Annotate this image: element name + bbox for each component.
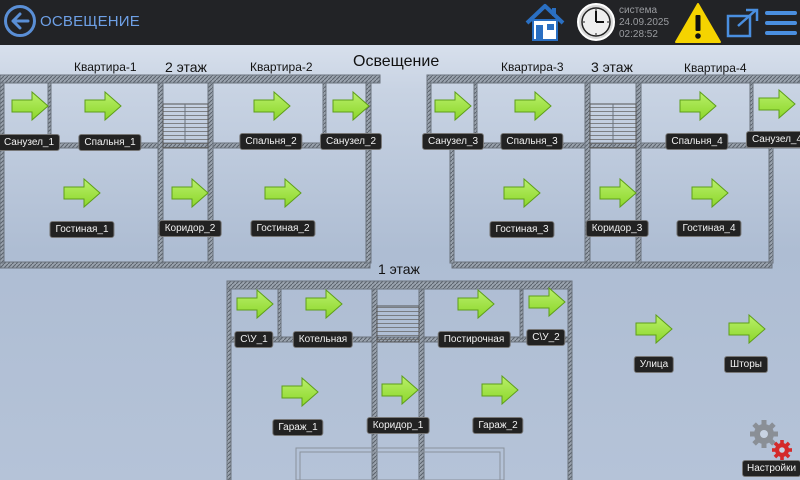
room-label-koridor-2[interactable]: Коридор_2 xyxy=(158,220,222,237)
light-toggle-arrow-su-1[interactable] xyxy=(235,288,275,320)
room-label-kotelnaya[interactable]: Котельная xyxy=(292,331,354,348)
light-toggle-arrow-kotelnaya[interactable] xyxy=(304,288,344,320)
light-toggle-arrow-koridor-2[interactable] xyxy=(170,177,210,209)
room-label-ulitsa[interactable]: Улица xyxy=(633,356,675,373)
light-toggle-arrow-spalnya-1[interactable] xyxy=(83,90,123,122)
room-label-spalnya-1[interactable]: Спальня_1 xyxy=(78,134,142,151)
menu-icon[interactable] xyxy=(765,9,797,37)
room-label-gostinaya-2[interactable]: Гостиная_2 xyxy=(250,220,316,237)
room-label-spalnya-4[interactable]: Спальня_4 xyxy=(665,133,729,150)
apartment-1-title: Квартира-1 xyxy=(74,60,137,74)
light-toggle-arrow-gostinaya-4[interactable] xyxy=(690,177,730,209)
floor-1-title: 1 этаж xyxy=(378,261,420,277)
apartment-2-title: Квартира-2 xyxy=(250,60,313,74)
room-label-sanuzel-1[interactable]: Санузел_1 xyxy=(0,134,61,151)
home-icon[interactable] xyxy=(525,3,565,43)
building-floor-1 xyxy=(226,280,573,480)
light-toggle-arrow-sanuzel-2[interactable] xyxy=(331,90,371,122)
light-toggle-arrow-gostinaya-3[interactable] xyxy=(502,177,542,209)
room-label-sanuzel-4[interactable]: Санузел_4 xyxy=(745,131,800,148)
light-toggle-arrow-garazh-2[interactable] xyxy=(480,374,520,406)
room-label-sanuzel-2[interactable]: Санузел_2 xyxy=(319,133,383,150)
back-button[interactable] xyxy=(4,5,36,37)
floor-2-title: 2 этаж xyxy=(165,59,207,75)
light-toggle-arrow-gostinaya-2[interactable] xyxy=(263,177,303,209)
room-label-su-2[interactable]: С\У_2 xyxy=(526,329,566,346)
room-label-garazh-1[interactable]: Гараж_1 xyxy=(272,419,324,436)
warning-icon[interactable] xyxy=(674,2,722,44)
light-toggle-arrow-spalnya-4[interactable] xyxy=(678,90,718,122)
plan-heading: Освещение xyxy=(353,53,440,70)
light-toggle-arrow-koridor-1[interactable] xyxy=(380,374,420,406)
room-label-koridor-3[interactable]: Коридор_3 xyxy=(585,220,649,237)
apartment-3-title: Квартира-3 xyxy=(501,60,564,74)
popout-icon[interactable] xyxy=(726,8,760,38)
back-arrow-icon xyxy=(11,12,30,30)
light-toggle-arrow-sanuzel-3[interactable] xyxy=(433,90,473,122)
light-toggle-arrow-spalnya-3[interactable] xyxy=(513,90,553,122)
light-toggle-arrow-su-2[interactable] xyxy=(527,286,567,318)
top-bar: ОСВЕЩЕНИЕ система 24.09.2025 02:28:52 xyxy=(0,0,800,45)
room-label-koridor-1[interactable]: Коридор_1 xyxy=(366,417,430,434)
room-label-su-1[interactable]: С\У_1 xyxy=(234,331,274,348)
room-label-gostinaya-4[interactable]: Гостиная_4 xyxy=(676,220,742,237)
light-toggle-arrow-gostinaya-1[interactable] xyxy=(62,177,102,209)
settings-gear-icon[interactable] xyxy=(748,418,796,462)
room-label-spalnya-3[interactable]: Спальня_3 xyxy=(500,133,564,150)
light-toggle-arrow-koridor-3[interactable] xyxy=(598,177,638,209)
room-label-garazh-2[interactable]: Гараж_2 xyxy=(472,417,524,434)
room-label-sanuzel-3[interactable]: Санузел_3 xyxy=(421,133,485,150)
clock-icon[interactable] xyxy=(576,2,616,42)
settings-button[interactable]: Настройки xyxy=(742,460,800,477)
system-time: 02:28:52 xyxy=(619,29,658,40)
room-label-shtory[interactable]: Шторы xyxy=(724,356,768,373)
light-toggle-arrow-sanuzel-4[interactable] xyxy=(757,88,797,120)
room-label-spalnya-2[interactable]: Спальня_2 xyxy=(239,133,303,150)
room-label-gostinaya-3[interactable]: Гостиная_3 xyxy=(489,221,555,238)
light-toggle-arrow-ulitsa[interactable] xyxy=(634,313,674,345)
system-label: система xyxy=(619,5,658,16)
building-floor-3 xyxy=(426,74,800,269)
building-floor-2 xyxy=(0,74,381,269)
apartment-4-title: Квартира-4 xyxy=(684,61,747,75)
light-toggle-arrow-garazh-1[interactable] xyxy=(280,376,320,408)
room-label-postirochnaya[interactable]: Постирочная xyxy=(437,331,511,348)
room-label-gostinaya-1[interactable]: Гостиная_1 xyxy=(49,221,115,238)
light-toggle-arrow-shtory[interactable] xyxy=(727,313,767,345)
light-toggle-arrow-postirochnaya[interactable] xyxy=(456,288,496,320)
light-toggle-arrow-sanuzel-1[interactable] xyxy=(10,90,50,122)
system-date: 24.09.2025 xyxy=(619,17,670,28)
page-title: ОСВЕЩЕНИЕ xyxy=(40,13,140,30)
light-toggle-arrow-spalnya-2[interactable] xyxy=(252,90,292,122)
floor-3-title: 3 этаж xyxy=(591,59,633,75)
